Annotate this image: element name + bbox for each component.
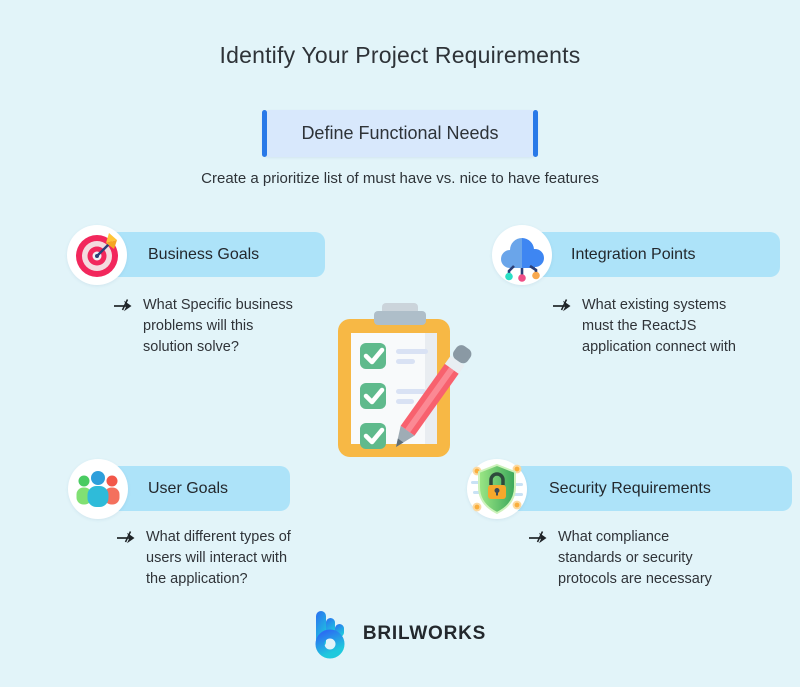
banner-subtitle: Create a prioritize list of must have vs… bbox=[201, 170, 599, 187]
badge-text: Security Requirements bbox=[549, 479, 711, 497]
section-label-user-goals: User Goals bbox=[98, 466, 290, 511]
brilworks-b-logo bbox=[315, 611, 345, 659]
cloud-network-icon bbox=[492, 225, 552, 285]
banner-label: Define Functional Needs bbox=[301, 123, 499, 143]
badge-text: Business Goals bbox=[148, 245, 260, 263]
page-title: Identify Your Project Requirements bbox=[219, 42, 581, 68]
arrow-right-icon bbox=[553, 299, 571, 312]
question-lines: What existing systems must the ReactJS a… bbox=[582, 297, 736, 355]
define-functional-needs-banner: Define Functional Needs bbox=[262, 110, 538, 157]
badge-text: User Goals bbox=[148, 479, 229, 497]
brand-footer: BRILWORKS bbox=[0, 606, 800, 662]
clipboard-checklist-pencil-illustration bbox=[320, 297, 480, 468]
arrow-right-icon bbox=[117, 531, 135, 544]
question-lines: What compliance standards or security pr… bbox=[558, 529, 712, 587]
badge-text: Integration Points bbox=[571, 245, 696, 263]
user-goals-text: What different types of users will inter… bbox=[116, 527, 291, 590]
users-group-icon bbox=[68, 459, 128, 519]
question-lines: What different types of users will inter… bbox=[146, 529, 291, 587]
question-lines: What Specific business problems will thi… bbox=[143, 297, 293, 355]
target-dart-icon bbox=[67, 225, 127, 285]
arrow-right-icon bbox=[114, 299, 132, 312]
security-requirements-text: What compliance standards or security pr… bbox=[528, 527, 712, 590]
arrow-right-icon bbox=[529, 531, 547, 544]
section-label-security-requirements: Security Requirements bbox=[497, 466, 792, 511]
business-goals-text: What Specific business problems will thi… bbox=[113, 295, 293, 358]
section-label-integration-points: Integration Points bbox=[523, 232, 780, 277]
brand-name: BRILWORKS bbox=[362, 623, 487, 644]
integration-points-text: What existing systems must the ReactJS a… bbox=[552, 295, 736, 358]
section-label-business-goals: Business Goals bbox=[98, 232, 325, 277]
shield-lock-icon bbox=[467, 459, 527, 519]
